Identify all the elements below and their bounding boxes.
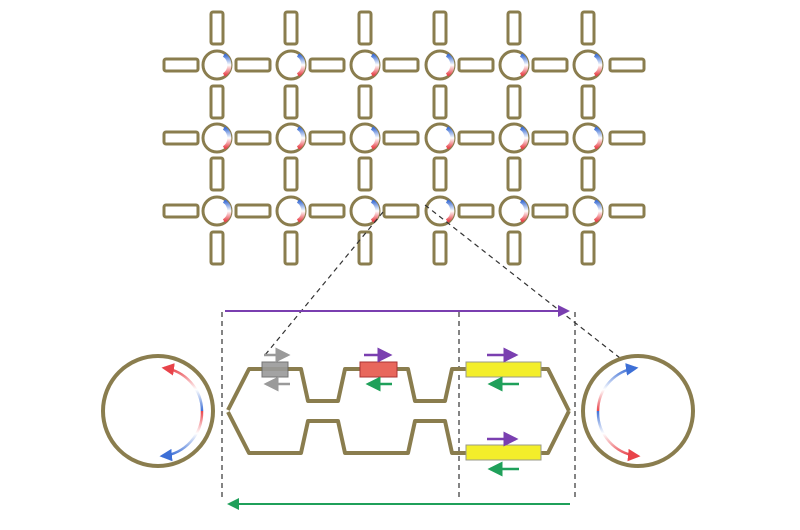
circulation-arrow-icon [445, 53, 455, 77]
link-waveguide-horizontal [308, 203, 346, 219]
link-waveguide-vertical [432, 10, 448, 46]
circulation-arrow-icon [445, 199, 455, 223]
link-waveguide-vertical [357, 156, 373, 192]
circulation-arrow-icon [222, 53, 232, 77]
counterclockwise-arrow-icon [159, 410, 204, 462]
link-waveguide-vertical [283, 84, 299, 120]
link-waveguide-horizontal [308, 130, 346, 146]
link-waveguide-horizontal [162, 57, 200, 73]
link-waveguide-horizontal [457, 57, 495, 73]
link-waveguide-vertical [283, 230, 299, 266]
link-waveguide-horizontal [234, 57, 272, 73]
link-waveguide-vertical [506, 156, 522, 192]
link-waveguide-horizontal [162, 203, 200, 219]
zoom-guide-line [424, 204, 621, 359]
counterclockwise-arrow-icon [596, 363, 639, 412]
circulation-arrow-icon [370, 199, 380, 223]
gray-element [261, 361, 289, 378]
link-waveguide-horizontal [162, 130, 200, 146]
link-waveguide-horizontal [382, 130, 420, 146]
circulation-arrow-icon [593, 126, 603, 150]
red-element [359, 361, 398, 378]
left-ring [101, 354, 215, 468]
link-waveguide-horizontal [457, 130, 495, 146]
link-waveguide-vertical [432, 156, 448, 192]
link-waveguide-vertical [432, 230, 448, 266]
yellow-element [465, 361, 542, 378]
link-waveguide-vertical [580, 10, 596, 46]
circulation-arrow-icon [593, 53, 603, 77]
circulation-arrow-icon [593, 199, 603, 223]
link-waveguide-vertical [209, 10, 225, 46]
link-waveguide-horizontal [234, 203, 272, 219]
link-waveguide-vertical [357, 84, 373, 120]
link-waveguide-vertical [506, 10, 522, 46]
link-waveguide-horizontal [234, 130, 272, 146]
circulation-arrow-icon [296, 199, 306, 223]
circulation-arrow-icon [519, 126, 529, 150]
clockwise-arrow-icon [161, 363, 204, 412]
circulation-arrow-icon [519, 199, 529, 223]
circulation-arrow-icon [370, 126, 380, 150]
circulation-arrow-icon [519, 53, 529, 77]
link-waveguide-vertical [580, 230, 596, 266]
circulation-arrow-icon [222, 199, 232, 223]
link-waveguide-vertical [209, 84, 225, 120]
link-waveguide-horizontal [608, 130, 646, 146]
link-waveguide-horizontal [608, 203, 646, 219]
link-waveguide-vertical [580, 84, 596, 120]
right-ring [581, 354, 695, 468]
circulation-arrow-icon [370, 53, 380, 77]
ring-lattice [162, 10, 646, 266]
link-waveguide-vertical [506, 84, 522, 120]
circulation-arrow-icon [296, 53, 306, 77]
circulation-arrow-icon [445, 126, 455, 150]
zoom-guide-line [264, 211, 384, 356]
clockwise-arrow-icon [596, 410, 641, 462]
link-waveguide-horizontal [382, 57, 420, 73]
unit-cell-detail [101, 204, 695, 510]
circulation-arrow-icon [296, 126, 306, 150]
link-waveguide-vertical [283, 156, 299, 192]
link-waveguide-horizontal [531, 203, 569, 219]
link-waveguide-vertical [357, 10, 373, 46]
link-waveguide-vertical [357, 230, 373, 266]
link-waveguide-horizontal [608, 57, 646, 73]
link-waveguide-horizontal [457, 203, 495, 219]
link-waveguide-vertical [209, 230, 225, 266]
circulation-arrow-icon [222, 126, 232, 150]
yellow-element [465, 444, 542, 461]
link-waveguide-horizontal [382, 203, 420, 219]
link-waveguide-horizontal [531, 57, 569, 73]
link-waveguide-vertical [209, 156, 225, 192]
link-waveguide-vertical [432, 84, 448, 120]
link-waveguide-vertical [580, 156, 596, 192]
link-waveguide-vertical [506, 230, 522, 266]
link-waveguide-vertical [283, 10, 299, 46]
link-waveguide-horizontal [531, 130, 569, 146]
link-waveguide-horizontal [308, 57, 346, 73]
